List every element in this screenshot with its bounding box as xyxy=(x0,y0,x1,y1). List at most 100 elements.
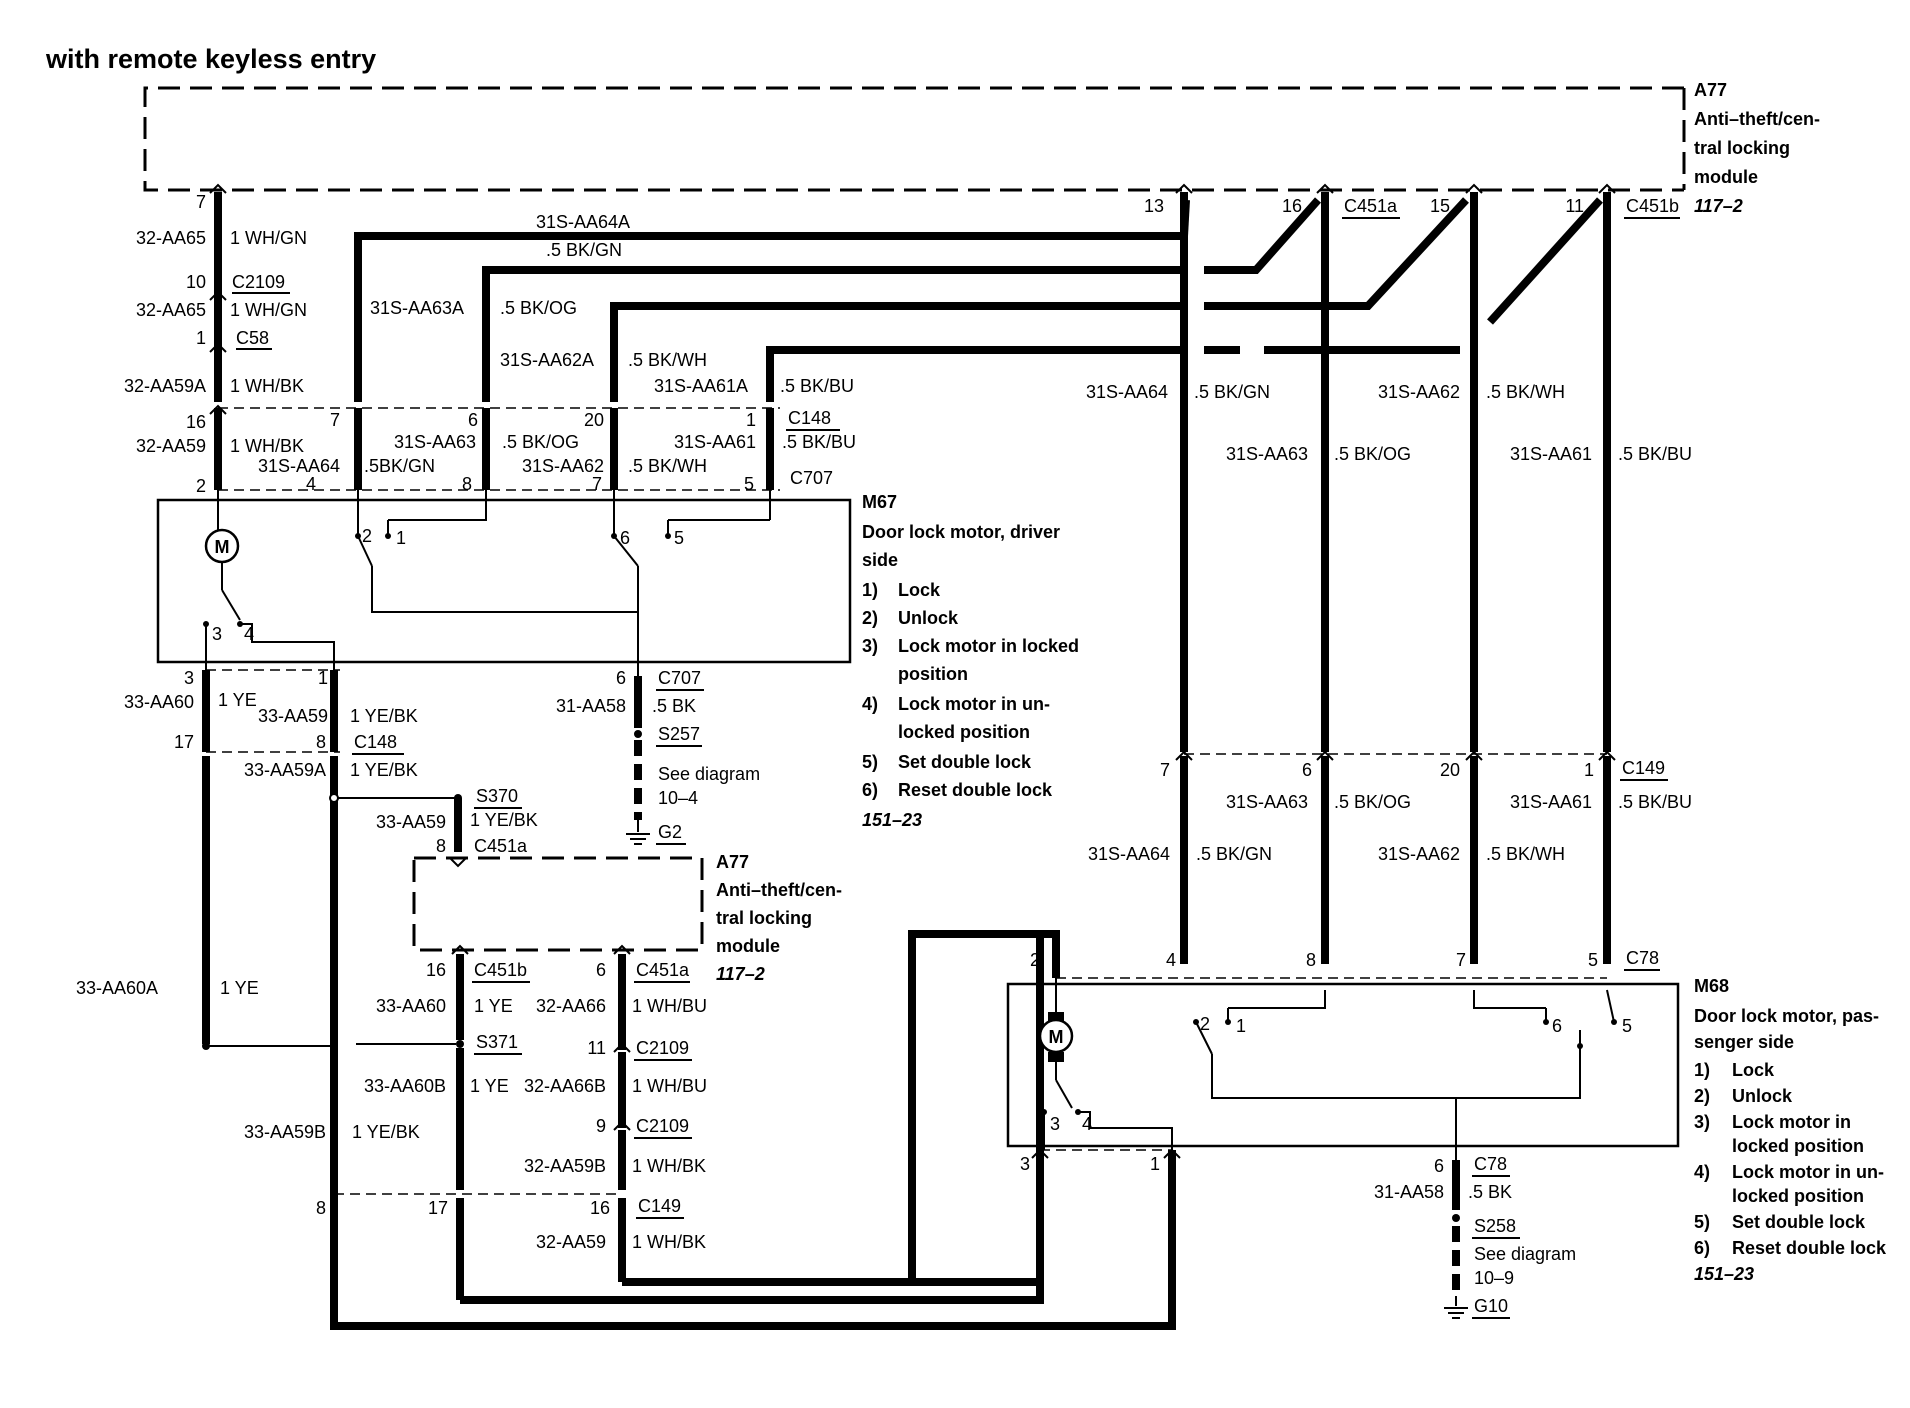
m68-bottom-wires xyxy=(1031,1146,1181,1159)
splice-s371: S371 xyxy=(476,1032,518,1052)
svg-text:Lock motor in locked: Lock motor in locked xyxy=(898,636,1079,656)
m67-line1: Door lock motor, driver xyxy=(862,522,1060,542)
m68-line2: senger side xyxy=(1694,1032,1794,1052)
pin-8-c451a: 8 xyxy=(436,836,446,856)
svg-text:1): 1) xyxy=(1694,1060,1710,1080)
svg-text:Lock: Lock xyxy=(898,580,941,600)
m67-internal-switches xyxy=(203,500,770,662)
label-1-ye-bk-c: 1 YE/BK xyxy=(470,810,538,830)
label-32-aa66: 32-AA66 xyxy=(536,996,606,1016)
pin-10: 10 xyxy=(186,272,206,292)
pin-13: 13 xyxy=(1144,196,1164,216)
label-33-aa60-a: 33-AA60 xyxy=(124,692,194,712)
pin-3-c148: 3 xyxy=(184,668,194,688)
a77-bottom-id: A77 xyxy=(716,852,749,872)
svg-text:3): 3) xyxy=(1694,1112,1710,1132)
pin-4-c707: 4 xyxy=(306,474,316,494)
m67-line2: side xyxy=(862,550,898,570)
splice-s257: S257 xyxy=(658,724,700,744)
label-1-ye-bk-b: 1 YE/BK xyxy=(350,760,418,780)
see-diagram-left-2: 10–4 xyxy=(658,788,698,808)
label-1-ye-bk-a: 1 YE/BK xyxy=(350,706,418,726)
label-31s-aa63-a: 31S-AA63 xyxy=(394,432,476,452)
label-31s-aa62-b: 31S-AA62 xyxy=(1378,382,1460,402)
m67-pin-1: 1 xyxy=(396,528,406,548)
pin-1-c149: 1 xyxy=(1584,760,1594,780)
label-31s-aa64-c: 31S-AA64 xyxy=(1088,844,1170,864)
conn-c148-lower: C148 xyxy=(354,732,397,752)
label-33-aa60a: 33-AA60A xyxy=(76,978,158,998)
pin-6-c451a: 6 xyxy=(596,960,606,980)
pin-1-c148: 1 xyxy=(746,410,756,430)
pin-8-c148-lower: 8 xyxy=(316,732,326,752)
a77-bottom-line2: tral locking xyxy=(716,908,812,928)
label-32-aa65-a: 32-AA65 xyxy=(136,228,206,248)
a77-top-module-box xyxy=(143,86,1684,192)
label-bk-og-c: .5 BK/OG xyxy=(1334,444,1411,464)
label-1-wh-bk-c: 1 WH/BK xyxy=(632,1156,706,1176)
wire-top-loop-to-m68 xyxy=(908,930,1060,1282)
splice-s258: S258 xyxy=(1474,1216,1516,1236)
pin-9-c2109: 9 xyxy=(596,1116,606,1136)
wire-33-aa59 xyxy=(329,662,462,1196)
label-1-ye-b: 1 YE xyxy=(474,996,513,1016)
label-bk-gn-nospace: .5BK/GN xyxy=(364,456,435,476)
label-bk-gn-a: .5 BK/GN xyxy=(546,240,622,260)
conn-c149-right: C149 xyxy=(1622,758,1665,778)
label-bk-wh-c: .5 BK/WH xyxy=(1486,382,1565,402)
m67-id: M67 xyxy=(862,492,897,512)
a77-top-id: A77 xyxy=(1694,80,1727,100)
label-31s-aa64a: 31S-AA64A xyxy=(536,212,630,232)
m67-module-box xyxy=(156,498,852,664)
svg-text:locked position: locked position xyxy=(898,722,1030,742)
svg-text:1): 1) xyxy=(862,580,878,600)
a77-bottom-ref: 117–2 xyxy=(716,964,765,984)
see-diagram-left-1: See diagram xyxy=(658,764,760,784)
svg-text:4): 4) xyxy=(1694,1162,1710,1182)
pin-16-c148: 16 xyxy=(186,412,206,432)
label-31s-aa64-a: 31S-AA64 xyxy=(258,456,340,476)
label-32-aa65-b: 32-AA65 xyxy=(136,300,206,320)
pin-11: 11 xyxy=(1565,196,1584,216)
pin-4-c78: 4 xyxy=(1166,950,1176,970)
label-31-aa58-a: 31-AA58 xyxy=(556,696,626,716)
pin-7-c148: 7 xyxy=(330,410,340,430)
svg-text:3): 3) xyxy=(862,636,878,656)
label-bk-bu-d: .5 BK/BU xyxy=(1618,792,1692,812)
svg-text:Lock motor in un-: Lock motor in un- xyxy=(898,694,1050,714)
label-bk-a: .5 BK xyxy=(652,696,696,716)
label-1-wh-gn-a: 1 WH/GN xyxy=(230,228,307,248)
pin-8-c78: 8 xyxy=(1306,950,1316,970)
pin-6-c149: 6 xyxy=(1302,760,1312,780)
right-vertical-wires xyxy=(1180,192,1611,964)
label-bk-bu-c: .5 BK/BU xyxy=(1618,444,1692,464)
a77-bottom-module-box xyxy=(412,856,704,952)
label-32-aa59a: 32-AA59A xyxy=(124,376,206,396)
svg-text:2): 2) xyxy=(1694,1086,1710,1106)
label-1-wh-bk-b: 1 WH/BK xyxy=(230,436,304,456)
m68-ref: 151–23 xyxy=(1694,1264,1754,1284)
m68-legend: 1) Lock 2) Unlock 3) Lock motor in locke… xyxy=(1694,1060,1887,1258)
label-31-aa58-b: 31-AA58 xyxy=(1374,1182,1444,1202)
svg-text:Set double lock: Set double lock xyxy=(1732,1212,1866,1232)
m68-return-wires xyxy=(1036,1158,1176,1326)
wire-31s-aa64a xyxy=(354,232,1184,536)
label-31s-aa63-b: 31S-AA63 xyxy=(1226,444,1308,464)
m67-pin-2: 2 xyxy=(362,526,372,546)
label-31s-aa61a: 31S-AA61A xyxy=(654,376,748,396)
label-bk-gn-c: .5 BK/GN xyxy=(1196,844,1272,864)
label-32-aa59b: 32-AA59B xyxy=(524,1156,606,1176)
label-1-ye-a: 1 YE xyxy=(218,690,257,710)
a77-top-line1: Anti–theft/cen- xyxy=(1694,109,1820,129)
label-1-ye-c: 1 YE xyxy=(470,1076,509,1096)
pin-2-c707: 2 xyxy=(196,476,206,496)
motor-icon: M xyxy=(204,518,241,621)
svg-text:position: position xyxy=(898,664,968,684)
pin-7-c149: 7 xyxy=(1160,760,1170,780)
label-1-ye-d: 1 YE xyxy=(220,978,259,998)
label-33-aa60-b: 33-AA60 xyxy=(376,996,446,1016)
pin-15: 15 xyxy=(1430,196,1450,216)
conn-c2109-bottom-a: C2109 xyxy=(636,1038,689,1058)
pin-2-c78: 2 xyxy=(1030,950,1040,970)
